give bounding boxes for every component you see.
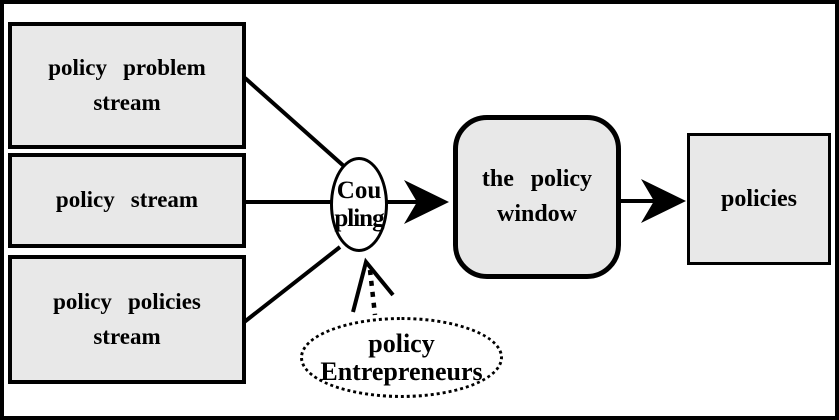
policy-policies-stream-label-line1: policy policies: [53, 289, 201, 314]
policy-entrepreneurs-ellipse: policy Entrepreneurs: [300, 317, 503, 398]
coupling-label-line1: Cou: [336, 177, 382, 204]
policy-stream-box: policy stream: [8, 153, 246, 248]
coupling-label-line2: pling: [334, 204, 384, 232]
policy-policies-stream-label-line2: stream: [93, 323, 161, 349]
policy-window-label-line2: window: [496, 201, 578, 227]
connector-layer: [241, 76, 686, 325]
coupling-ellipse: Cou pling: [330, 157, 388, 252]
arrow-coupling-to-window-head-icon: [404, 180, 449, 224]
line-policies-stream-to-coupling: [241, 245, 342, 325]
entrepreneurs-label-line2: Entrepreneurs: [320, 356, 483, 386]
entrepreneurs-label-line1: policy: [368, 329, 435, 359]
policy-problem-stream-label-line2: stream: [93, 89, 161, 115]
arrow-window-to-policies-head-icon: [641, 179, 686, 223]
arrow-entrepreneurs-open-head-icon: [351, 257, 395, 313]
policy-window-label-line1: the policy: [481, 166, 593, 193]
line-problem-stream-to-coupling: [243, 76, 348, 170]
policy-policies-stream-box: policy policies stream: [8, 255, 246, 384]
arrow-entrepreneurs-dotted-shaft: [367, 269, 378, 316]
policy-window-box: the policy window: [453, 115, 621, 279]
policy-problem-stream-label-line1: policy problem: [48, 55, 206, 80]
policy-problem-stream-box: policy problem stream: [8, 22, 246, 149]
policies-box: policies: [687, 133, 831, 265]
policy-stream-label: policy stream: [55, 187, 199, 213]
policies-label: policies: [721, 185, 797, 212]
